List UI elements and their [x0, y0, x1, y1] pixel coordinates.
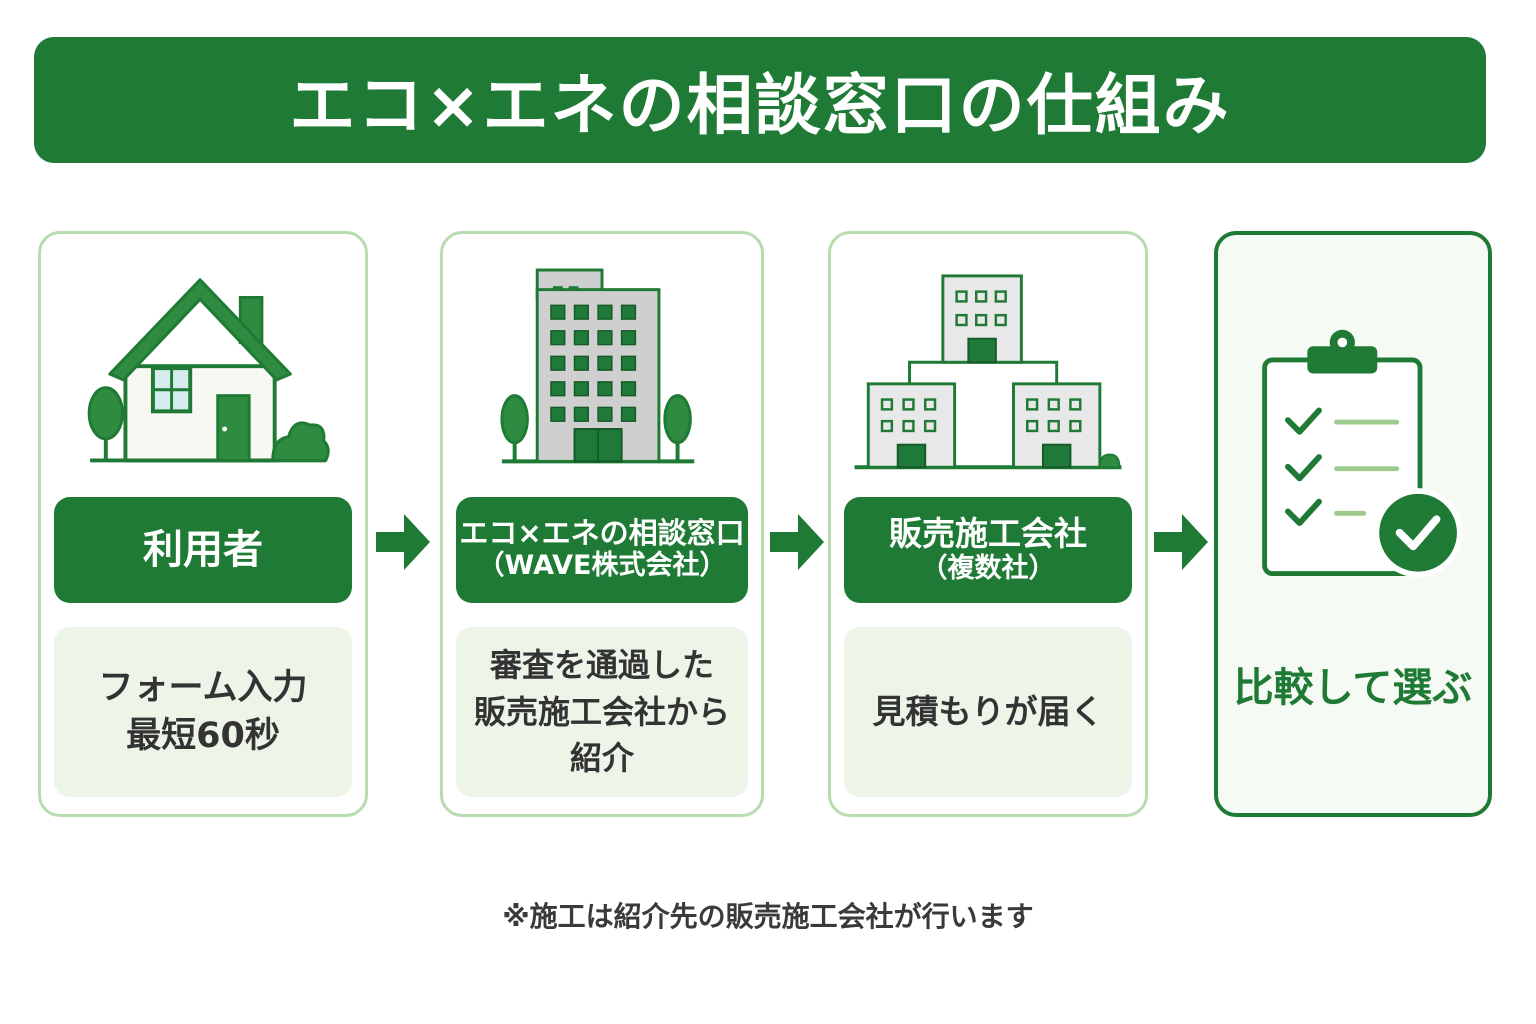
step-label-sub: （WAVE株式会社） [477, 550, 727, 582]
step-label-sub: （複数社） [920, 552, 1056, 584]
desc-line: 販売施工会社から [473, 692, 730, 731]
checklist-clipboard-icon [1218, 323, 1488, 593]
step-label: 販売施工会社 [889, 513, 1087, 553]
step-label-box: 利用者 [54, 497, 352, 603]
step-card-consultation: エコ×エネの相談窓口 （WAVE株式会社） 審査を通過した 販売施工会社から 紹… [440, 231, 764, 817]
page-title: エコ×エネの相談窓口の仕組み [289, 67, 1231, 144]
step-label: エコ×エネの相談窓口 [459, 516, 745, 551]
step-description: 審査を通過した 販売施工会社から 紹介 [456, 627, 748, 797]
multiple-buildings-icon [831, 256, 1145, 496]
desc-line: 紹介 [569, 739, 634, 778]
desc-line: 見積もりが届く [872, 692, 1104, 732]
step-label: 利用者 [143, 527, 263, 573]
house-icon [41, 256, 365, 496]
arrow-right-icon [768, 512, 826, 572]
title-banner: エコ×エネの相談窓口の仕組み [34, 37, 1486, 163]
step-card-user: 利用者 フォーム入力 最短60秒 [38, 231, 368, 817]
step-card-compare: 比較して選ぶ [1214, 231, 1492, 817]
step-description: フォーム入力 最短60秒 [54, 627, 352, 797]
arrow-right-icon [1152, 512, 1210, 572]
step-description: 見積もりが届く [844, 627, 1132, 797]
step-label: 比較して選ぶ [1233, 665, 1473, 711]
footnote: ※施工は紹介先の販売施工会社が行います [502, 900, 1034, 933]
desc-line: 審査を通過した [489, 646, 714, 685]
step-card-installers: 販売施工会社 （複数社） 見積もりが届く [828, 231, 1148, 817]
step-label-box: エコ×エネの相談窓口 （WAVE株式会社） [456, 497, 748, 603]
office-building-icon [443, 256, 761, 496]
desc-line: 最短60秒 [126, 716, 280, 756]
step-label-box: 販売施工会社 （複数社） [844, 497, 1132, 603]
arrow-right-icon [374, 512, 432, 572]
desc-line: フォーム入力 [98, 667, 308, 708]
